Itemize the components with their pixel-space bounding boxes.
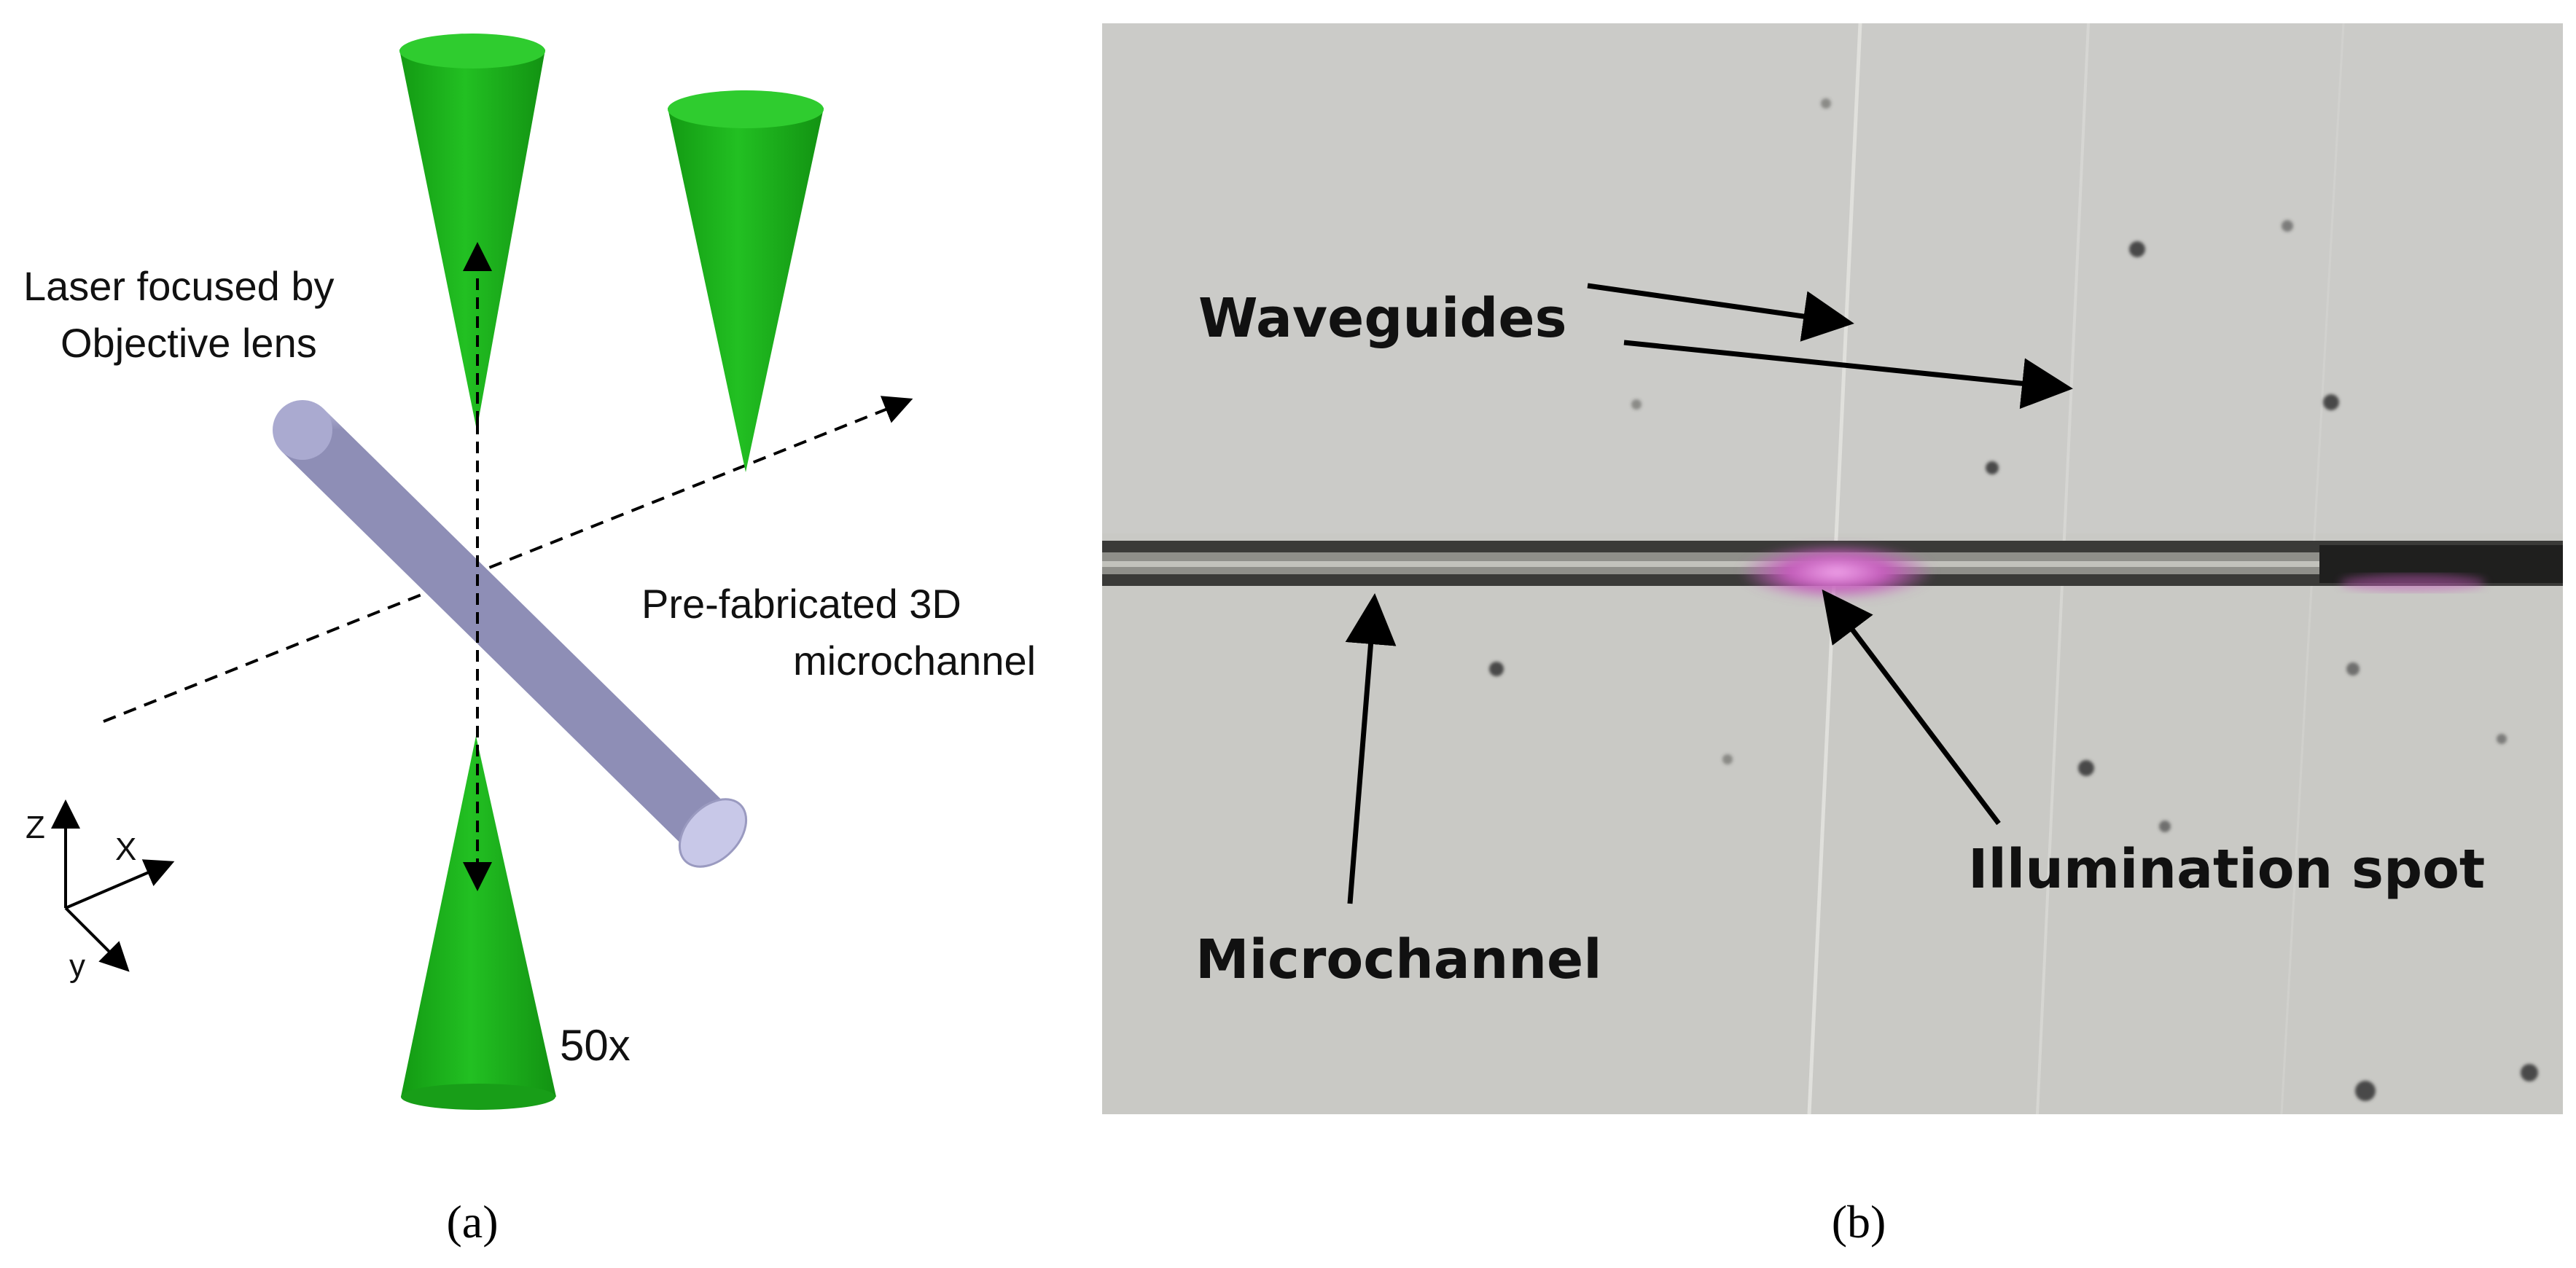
beam-axis-dashed bbox=[103, 396, 913, 723]
label-laser-line1: Laser focused by bbox=[23, 263, 334, 309]
cylinder-end-cap bbox=[678, 798, 748, 868]
panel-a-schematic: Laser focused by Objective lens Pre-fabr… bbox=[23, 34, 1036, 1248]
coordinate-axes: Z X y bbox=[26, 799, 175, 984]
arrow-microchannel bbox=[1345, 593, 1397, 904]
label-laser-line2: Objective lens bbox=[61, 320, 317, 366]
laser-cone-top bbox=[399, 34, 545, 430]
label-waveguides: Waveguides bbox=[1198, 287, 1567, 350]
micrograph-channel bbox=[1102, 541, 2563, 601]
microchannel-cylinder bbox=[273, 400, 748, 868]
laser-cone-top-right bbox=[668, 90, 824, 472]
micrograph-specks bbox=[1489, 98, 2538, 1101]
label-prefab-line2: microchannel bbox=[793, 638, 1036, 684]
caption-a: (a) bbox=[446, 1196, 498, 1248]
laser-cone-bottom bbox=[401, 736, 556, 1110]
label-magnification: 50x bbox=[560, 1021, 631, 1070]
caption-b: (b) bbox=[1832, 1196, 1886, 1248]
arrow-waveguide-1 bbox=[1587, 283, 1854, 342]
panel-b-micrograph: Waveguides Illumination spot Microchanne… bbox=[1102, 23, 2563, 1248]
label-prefab-line1: Pre-fabricated 3D bbox=[641, 581, 961, 627]
axis-label-z: Z bbox=[26, 810, 45, 845]
illumination-spot-glow bbox=[1738, 543, 1935, 601]
arrow-illumination bbox=[1822, 589, 2001, 826]
axis-label-x: X bbox=[115, 831, 136, 867]
axis-label-y: y bbox=[69, 948, 85, 984]
label-illumination-spot: Illumination spot bbox=[1968, 838, 2485, 901]
arrow-waveguide-2 bbox=[1623, 340, 2073, 410]
label-microchannel: Microchannel bbox=[1195, 928, 1602, 991]
